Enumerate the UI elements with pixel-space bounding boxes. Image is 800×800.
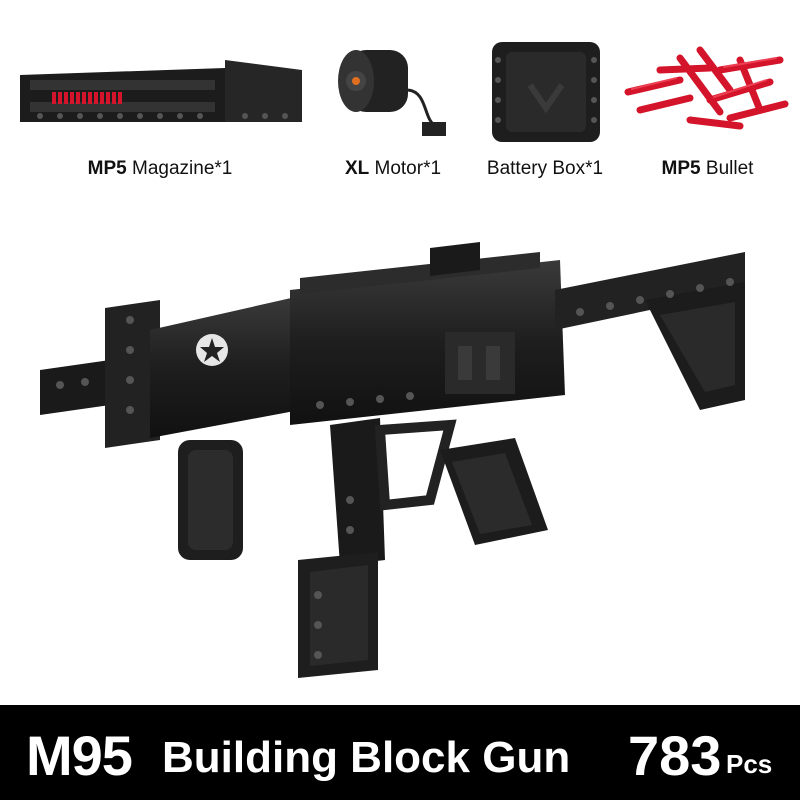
part-magazine: MP5 Magazine*1 — [10, 0, 310, 200]
title-banner: M95 Building Block Gun 783 Pcs — [0, 705, 800, 800]
piece-unit: Pcs — [726, 749, 773, 779]
model-number: M95 — [26, 724, 133, 787]
magazine-icon — [20, 60, 302, 122]
part-motor: XL Motor*1 — [318, 0, 468, 200]
bullet-icon — [624, 46, 789, 130]
part-label-magazine: MP5 Magazine*1 — [87, 158, 233, 179]
gun-model-image — [0, 200, 800, 705]
included-parts-row: MP5 Magazine*1 XL Motor*1 Battery Box*1 — [0, 0, 800, 200]
part-label-bullet: MP5 Bullet — [661, 158, 754, 179]
piece-count: 783 — [628, 724, 722, 787]
battery-box-icon — [492, 42, 600, 142]
gun-illustration — [40, 242, 745, 678]
motor-icon — [338, 50, 446, 136]
part-bullet: MP5 Bullet — [620, 0, 795, 200]
product-name: Building Block Gun — [162, 733, 571, 782]
part-label-motor: XL Motor*1 — [344, 158, 442, 179]
part-battery-box: Battery Box*1 — [470, 0, 620, 200]
part-label-battery-box: Battery Box*1 — [486, 158, 604, 179]
